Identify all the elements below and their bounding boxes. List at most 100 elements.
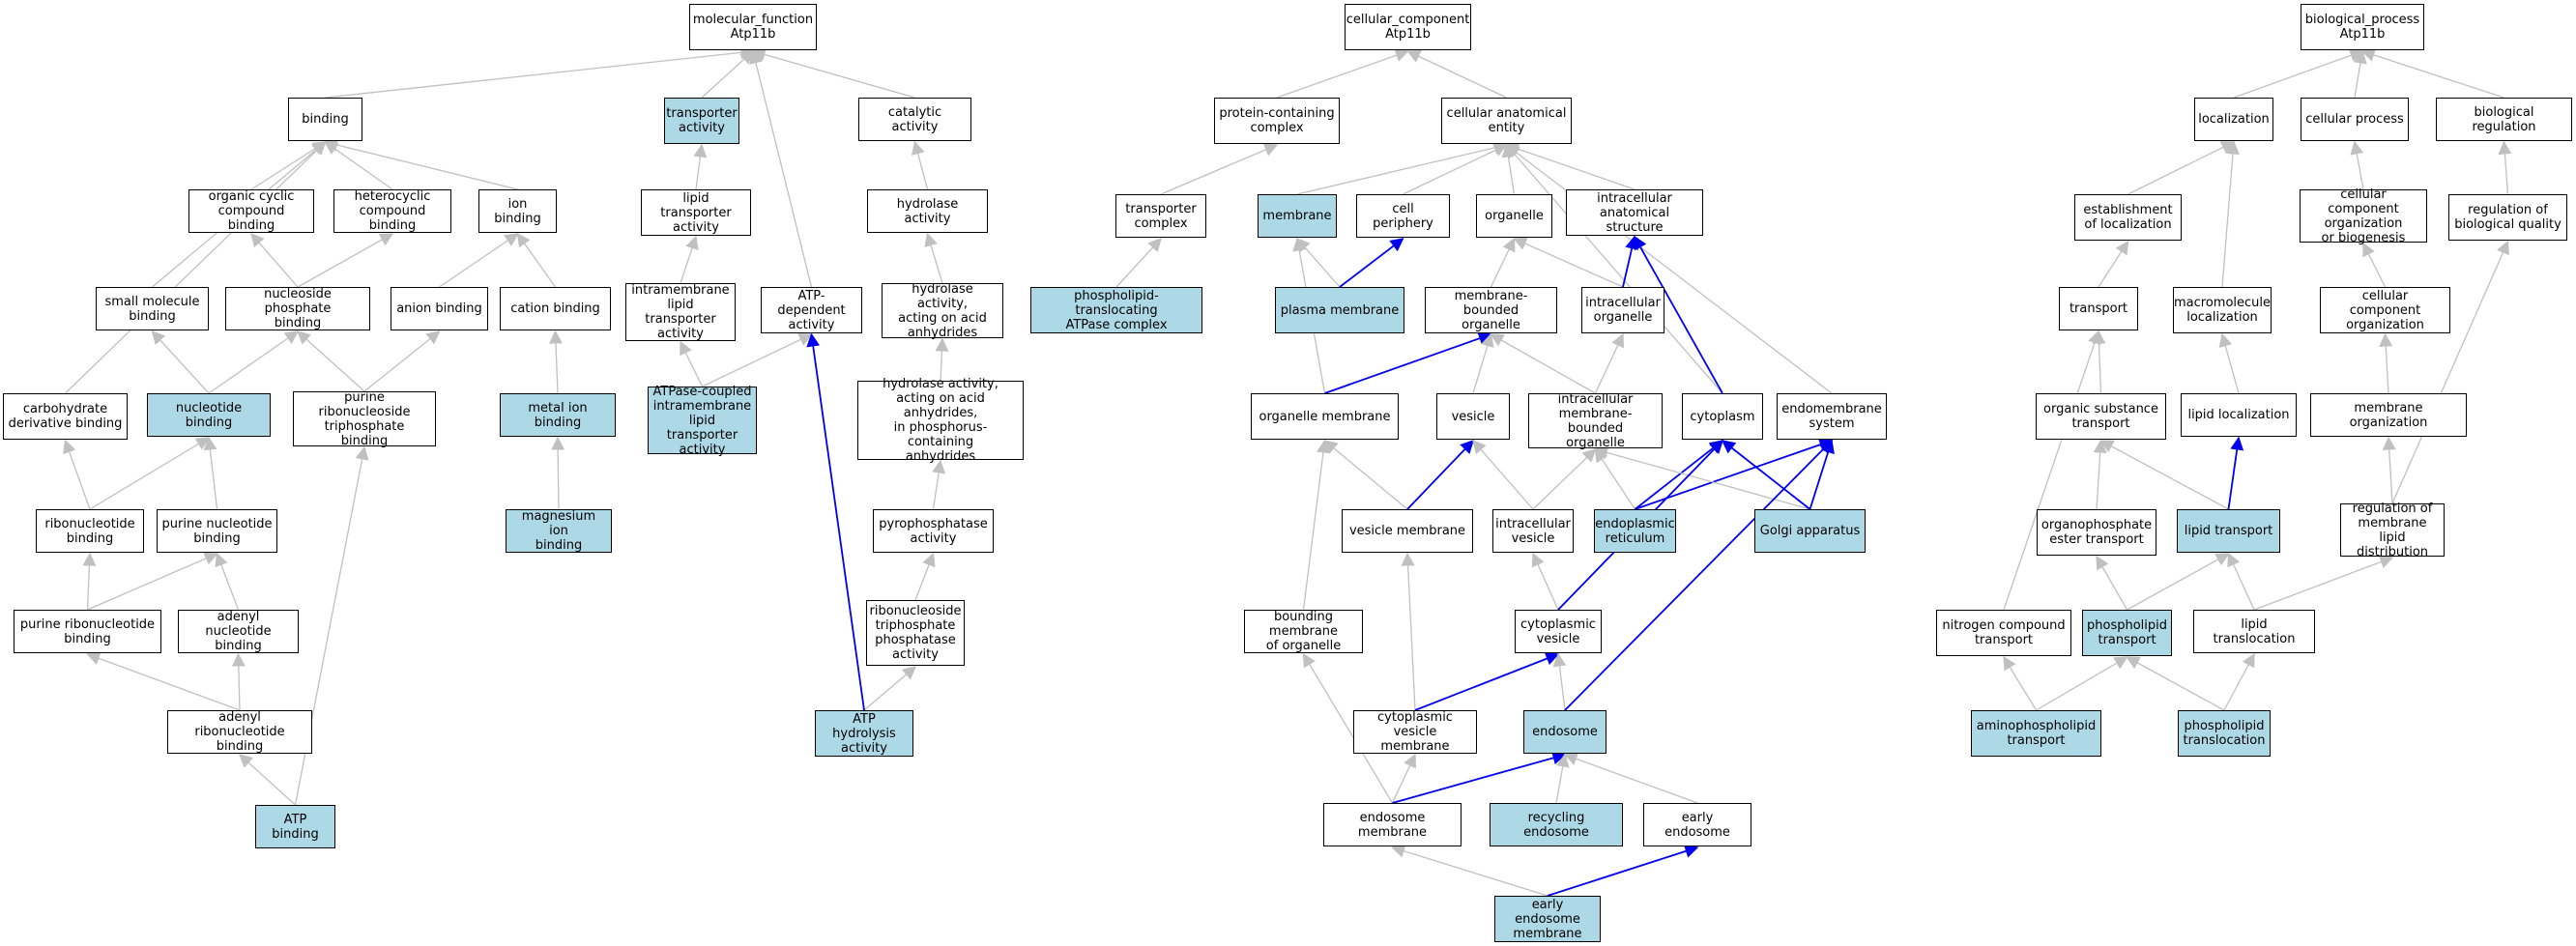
edge-rmld-to-memorg xyxy=(2382,436,2396,504)
go-term-plipt[interactable]: phospholipid transport xyxy=(2082,610,2172,656)
go-term-liptransp[interactable]: lipid transport xyxy=(2177,509,2280,553)
go-term-rntpase[interactable]: ribonucleoside triphosphate phosphatase … xyxy=(866,600,965,666)
go-term-organelle[interactable]: organelle xyxy=(1476,194,1552,238)
go-term-nct[interactable]: nitrogen compound transport xyxy=(1936,610,2071,656)
go-term-eem[interactable]: early endosome membrane xyxy=(1494,896,1601,942)
edge-liptl-to-liptransp xyxy=(2227,552,2255,611)
edge-em-to-cvm xyxy=(1391,753,1416,804)
go-term-atpcoupled[interactable]: ATPase-coupled intramembrane lipid trans… xyxy=(648,385,757,457)
go-term-vm[interactable]: vesicle membrane xyxy=(1342,509,1473,553)
go-term-cytoplasm[interactable]: cytoplasm xyxy=(1682,393,1763,440)
go-term-cv[interactable]: cytoplasmic vesicle xyxy=(1515,610,1602,653)
go-term-bmo[interactable]: bounding membrane of organelle xyxy=(1244,610,1363,653)
go-term-mf[interactable]: molecular_function Atp11b xyxy=(689,4,817,50)
go-term-prntp[interactable]: purine ribonucleoside triphosphate bindi… xyxy=(293,390,436,448)
go-term-memorg[interactable]: membrane organization xyxy=(2310,393,2467,437)
edge-periph-to-cae xyxy=(1403,144,1508,195)
go-term-metal[interactable]: metal ion binding xyxy=(500,393,616,437)
go-term-ionb[interactable]: ion binding xyxy=(478,189,557,233)
edge-cvm-to-vm xyxy=(1401,552,1416,711)
go-term-periph[interactable]: cell periphery xyxy=(1356,194,1450,238)
go-term-om[interactable]: organelle membrane xyxy=(1251,393,1399,440)
edge-liptrans-to-transporter xyxy=(693,143,708,190)
edge-atpcoupled-to-intramem xyxy=(680,340,704,387)
go-term-cco[interactable]: cellular component organization xyxy=(2320,287,2450,333)
go-term-nphos[interactable]: nucleoside phosphate binding xyxy=(225,287,370,330)
go-term-mg[interactable]: magnesium ion binding xyxy=(506,509,612,553)
go-term-transporter[interactable]: transporter activity xyxy=(664,98,739,144)
go-term-cellproc[interactable]: cellular process xyxy=(2301,98,2409,141)
edge-aplt-to-plipt xyxy=(2036,656,2128,711)
go-term-pyro[interactable]: pyrophosphatase activity xyxy=(873,509,994,553)
go-term-smb[interactable]: small molecule binding xyxy=(96,287,209,330)
go-term-cc[interactable]: cellular_component Atp11b xyxy=(1345,4,1471,50)
go-term-carb[interactable]: carbohydrate derivative binding xyxy=(3,393,128,440)
go-term-adribo[interactable]: adenyl ribonucleotide binding xyxy=(167,710,312,754)
go-term-vesicle[interactable]: vesicle xyxy=(1436,393,1510,440)
go-term-intramem[interactable]: intramembrane lipid transporter activity xyxy=(625,283,736,341)
go-term-golgi[interactable]: Golgi apparatus xyxy=(1754,509,1866,553)
go-term-plt[interactable]: phospholipid-translocating ATPase comple… xyxy=(1030,287,1202,333)
go-term-endosome[interactable]: endosome xyxy=(1523,710,1606,754)
go-term-hcyc[interactable]: heterocyclic compound binding xyxy=(333,189,451,233)
edge-rmld-to-rbq xyxy=(2391,240,2509,504)
edge-liploc-to-macroloc xyxy=(2218,332,2240,394)
go-term-liptl[interactable]: lipid translocation xyxy=(2193,610,2315,653)
go-term-opet[interactable]: organophosphate ester transport xyxy=(2037,509,2156,556)
go-term-nucb[interactable]: nucleotide binding xyxy=(147,393,271,437)
go-term-atpb[interactable]: ATP binding xyxy=(255,805,335,848)
go-term-hydphos[interactable]: hydrolase activity, acting on acid anhyd… xyxy=(857,377,1024,464)
go-term-ccob[interactable]: cellular component organization or bioge… xyxy=(2300,187,2427,245)
go-term-anion[interactable]: anion binding xyxy=(391,287,488,330)
go-term-ocyc[interactable]: organic cyclic compound binding xyxy=(188,189,314,233)
go-term-bioreg[interactable]: biological regulation xyxy=(2436,98,2572,141)
go-term-macroloc[interactable]: macromolecule localization xyxy=(2173,287,2272,333)
go-term-catalytic[interactable]: catalytic activity xyxy=(858,98,971,141)
go-term-membrane[interactable]: membrane xyxy=(1258,194,1337,238)
go-term-pm[interactable]: plasma membrane xyxy=(1275,287,1404,333)
go-term-cation[interactable]: cation binding xyxy=(500,287,611,330)
go-term-rmld[interactable]: regulation of membrane lipid distributio… xyxy=(2340,502,2445,559)
edge-cv-to-iv xyxy=(1531,552,1559,611)
edge-atphyd-to-atpdep xyxy=(806,332,865,711)
go-term-adenuc[interactable]: adenyl nucleotide binding xyxy=(178,610,299,653)
go-term-hydrolase[interactable]: hydrolase activity xyxy=(867,189,988,233)
edge-ee-to-endosome xyxy=(1563,752,1698,804)
edge-ocyc-to-binding xyxy=(250,141,327,190)
go-term-ribonuc[interactable]: ribonucleotide binding xyxy=(36,509,144,553)
go-term-cvm[interactable]: cytoplasmic vesicle membrane xyxy=(1353,710,1477,754)
go-term-cae[interactable]: cellular anatomical entity xyxy=(1441,98,1572,144)
go-term-ost[interactable]: organic substance transport xyxy=(2036,393,2166,440)
edge-binding-to-mf xyxy=(325,45,755,99)
go-term-io[interactable]: intracellular organelle xyxy=(1581,287,1664,333)
go-term-hydacid[interactable]: hydrolase activity, acting on acid anhyd… xyxy=(882,282,1003,340)
go-term-atpdep[interactable]: ATP-dependent activity xyxy=(761,287,862,333)
go-term-protcomp[interactable]: protein-containing complex xyxy=(1214,98,1340,144)
go-term-aplt[interactable]: aminophospholipid transport xyxy=(1971,710,2101,757)
go-term-purnuc[interactable]: purine nucleotide binding xyxy=(157,509,277,553)
go-term-em[interactable]: endosome membrane xyxy=(1323,803,1462,846)
go-term-liptrans[interactable]: lipid transporter activity xyxy=(641,189,751,236)
go-term-re[interactable]: recycling endosome xyxy=(1490,803,1623,846)
go-term-atphyd[interactable]: ATP hydrolysis activity xyxy=(815,710,913,757)
go-term-transport[interactable]: transport xyxy=(2059,287,2138,330)
go-term-transcomp[interactable]: transporter complex xyxy=(1115,194,1206,238)
edge-adenuc-to-purnuc xyxy=(215,552,240,611)
go-term-ee[interactable]: early endosome xyxy=(1643,803,1751,846)
go-term-er[interactable]: endoplasmic reticulum xyxy=(1594,509,1676,553)
edge-prntp-to-anion xyxy=(363,330,441,392)
go-term-binding[interactable]: binding xyxy=(288,98,362,141)
edge-purribo-to-ribonuc xyxy=(82,552,97,611)
go-term-bp[interactable]: biological_process Atp11b xyxy=(2301,4,2424,50)
go-term-purribo[interactable]: purine ribonucleotide binding xyxy=(14,610,161,653)
go-term-iv[interactable]: intracellular vesicle xyxy=(1492,509,1574,553)
go-term-imbo[interactable]: intracellular membrane-bounded organelle xyxy=(1528,392,1663,450)
go-term-ias[interactable]: intracellular anatomical structure xyxy=(1566,189,1703,236)
go-term-liploc[interactable]: lipid localization xyxy=(2181,393,2297,437)
go-term-rbq[interactable]: regulation of biological quality xyxy=(2448,194,2567,241)
go-term-endosys[interactable]: endomembrane system xyxy=(1777,393,1887,440)
go-term-estloc[interactable]: establishment of localization xyxy=(2074,194,2182,241)
go-term-loc[interactable]: localization xyxy=(2194,98,2273,141)
go-term-mbo[interactable]: membrane-bounded organelle xyxy=(1425,287,1557,333)
go-term-pltl[interactable]: phospholipid translocation xyxy=(2178,710,2271,757)
